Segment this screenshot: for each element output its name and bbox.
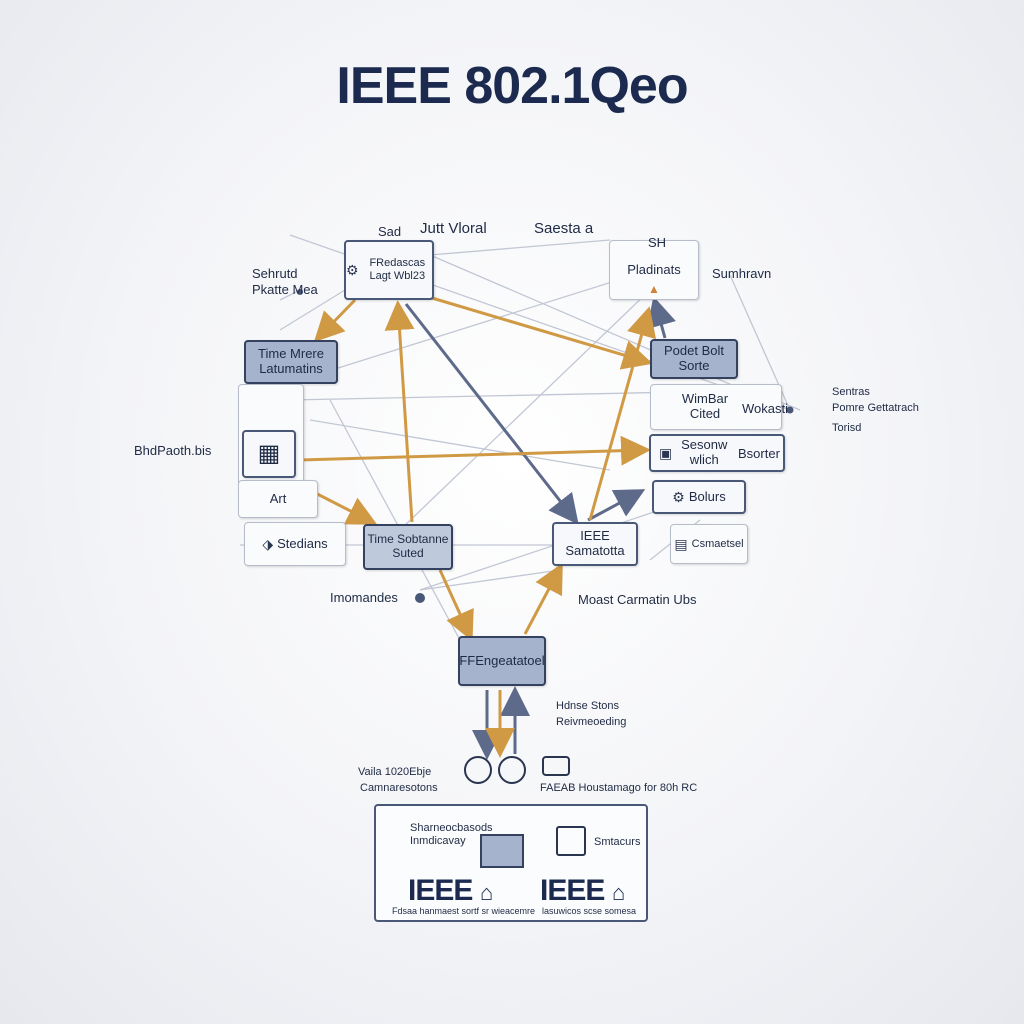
label-saesta: Saesta a bbox=[534, 220, 594, 237]
node-poder[interactable]: Podet Bolt Sorte bbox=[650, 339, 738, 379]
home-icon: ⌂ bbox=[612, 880, 626, 905]
router-icon bbox=[542, 756, 570, 776]
label-jutt: Jutt Vloral bbox=[420, 220, 487, 237]
label-smtacurs: Smtacurs bbox=[594, 836, 641, 848]
node-device[interactable]: ▦ bbox=[242, 430, 296, 478]
label-right-caption: lasuwicos scse somesa bbox=[542, 906, 637, 916]
ieee-brand-left: IEEE bbox=[408, 874, 473, 907]
gear-icon: ⚙ bbox=[672, 488, 685, 505]
label-sdh: SH bbox=[648, 235, 667, 250]
device-icon: ▦ bbox=[257, 440, 281, 468]
ieee-brand-right: IEEE bbox=[540, 874, 605, 907]
gear-icon: ⚙ bbox=[346, 261, 359, 278]
label-pomere: Pomre Gettatrach bbox=[832, 402, 919, 414]
label-camnaresotons: Camnaresotons bbox=[360, 782, 438, 794]
label-sehrutd: Sehrutd Pkatte Mea bbox=[252, 266, 318, 297]
node-time-subtanne[interactable]: Time Sobtanne Suted bbox=[363, 524, 453, 570]
label-ffaeab: FAEAB Houstamago for 80h RC bbox=[540, 782, 698, 794]
node-art[interactable]: Art bbox=[238, 480, 318, 518]
slate-edges bbox=[404, 296, 676, 760]
node-time[interactable]: Time Mrere Latumatins bbox=[244, 340, 338, 384]
node-sesonw[interactable]: ▣ Sesonw wlich bbox=[649, 434, 785, 472]
switch-icon bbox=[480, 834, 524, 868]
label-bsorter: Bsorter bbox=[738, 446, 780, 461]
node-bolurs[interactable]: ⚙ Bolurs bbox=[652, 480, 746, 514]
label-left-caption: Fdsaa hanmaest sortf sr wieacemre bbox=[392, 906, 536, 916]
node-cameanet[interactable]: ▤ Csmaetsel bbox=[670, 524, 748, 564]
device-icon bbox=[556, 826, 586, 856]
node-stedians[interactable]: ⬗ Stedians bbox=[244, 522, 346, 566]
label-vaila: Vaila 1020Ebje bbox=[358, 766, 432, 778]
label-hdnse: Hdnse Stons bbox=[556, 700, 619, 712]
device-icon: ▤ bbox=[674, 535, 688, 552]
switch-icon: ▣ bbox=[659, 444, 673, 461]
node-fengeatool[interactable]: FFEngeatatoel bbox=[458, 636, 546, 686]
home-icon: ⌂ bbox=[480, 880, 494, 905]
label-moast: Moast Carmatin Ubs bbox=[578, 592, 697, 607]
node-top-right[interactable]: Pladinats ▲ bbox=[609, 240, 699, 300]
clock-icon bbox=[464, 756, 492, 784]
node-wimbar[interactable]: WimBar Cited bbox=[650, 384, 782, 430]
label-imomandes: Imomandes bbox=[330, 590, 398, 605]
label-sumhravm: Sumhravn bbox=[712, 266, 772, 281]
label-wokasti: Wokasti bbox=[742, 401, 788, 416]
clock-icon bbox=[498, 756, 526, 784]
warning-icon: ▲ bbox=[648, 282, 660, 296]
label-reivmeoeding: Reivmeoeding bbox=[556, 716, 627, 728]
label-shareeabesd: Sharneocbasods Inmdicavay bbox=[410, 822, 493, 848]
label-bhdpaoth: BhdPaoth.bis bbox=[134, 443, 212, 458]
node-top-left[interactable]: ⚙ FRedascas Lagt Wbl23 bbox=[344, 240, 434, 300]
label-sad: Sad bbox=[378, 224, 402, 239]
label-torisd: Torisd bbox=[832, 422, 862, 434]
label-senitas: Sentras bbox=[832, 386, 870, 398]
node-ieee-mid[interactable]: IEEE Samatotta bbox=[552, 522, 638, 566]
page-title: IEEE 802.1Qeo bbox=[336, 57, 688, 115]
router-icon: ⬗ bbox=[262, 535, 274, 552]
